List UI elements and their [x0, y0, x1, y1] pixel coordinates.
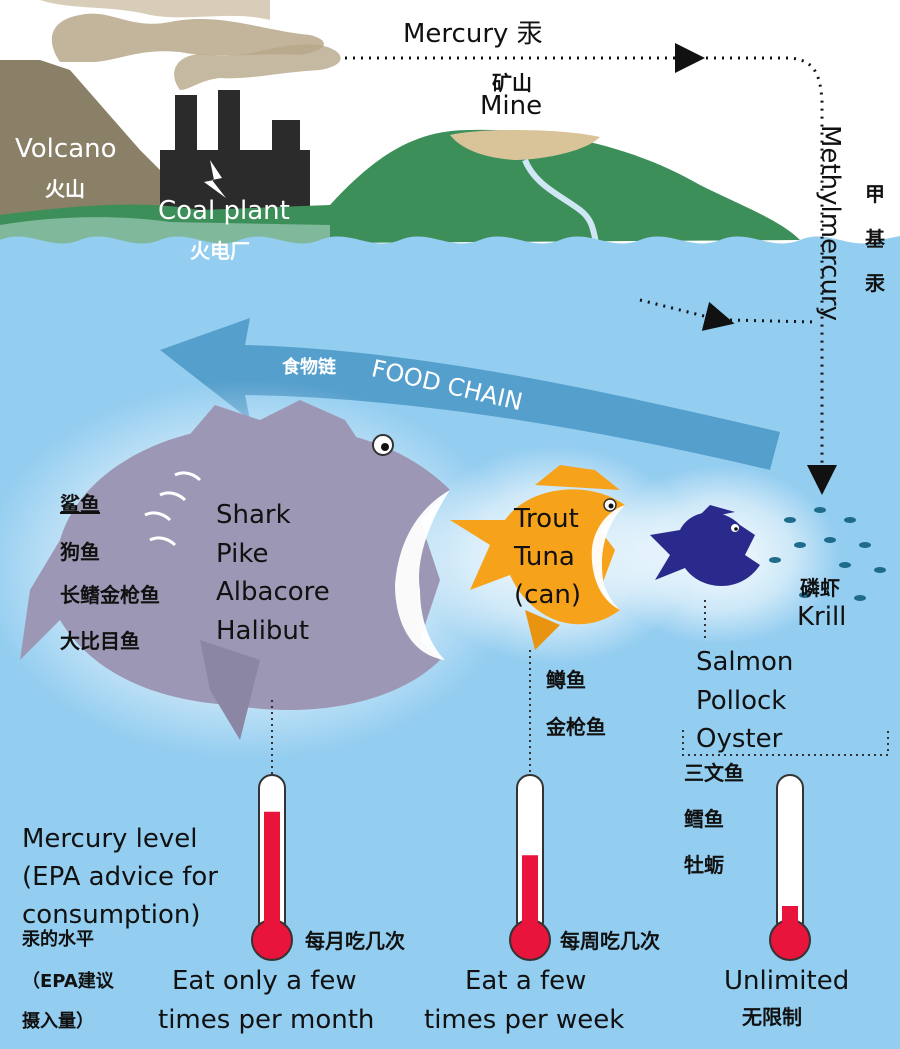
methylmercury-zh-1: 甲: [865, 182, 885, 206]
big-fish-en-4: Halibut: [216, 615, 310, 646]
big-fish-zh-4: 大比目鱼: [60, 629, 140, 653]
mercury-level-line-3: consumption): [22, 900, 201, 930]
volcano-label: Volcano: [15, 134, 117, 164]
methylmercury-zh-2: 基: [865, 227, 885, 251]
big-fish-zh-list: 鲨鱼 狗鱼 长鳍金枪鱼 大比目鱼: [60, 492, 160, 653]
big-fish: [20, 400, 450, 740]
medium-fish: [450, 465, 625, 650]
thermometer-high: [251, 774, 293, 961]
smoke-top: [40, 0, 270, 20]
medium-fish-en-1: Trout: [514, 504, 579, 534]
small-fish-en-1: Salmon: [696, 647, 794, 677]
volcano-smoke: [51, 13, 324, 62]
medium-fish-en-2: Tuna: [514, 542, 575, 572]
big-fish-zh-3: 长鳍金枪鱼: [60, 583, 160, 607]
mercury-level-zh-2: （EPA建议: [22, 971, 114, 992]
big-fish-zh-1: 鲨鱼: [60, 492, 100, 516]
hills: [0, 129, 800, 245]
thermometer-low: [769, 774, 811, 961]
krill-label-zh: 磷虾: [800, 576, 840, 600]
volcano: [0, 60, 200, 240]
advice-low-line-1: Unlimited: [724, 966, 850, 996]
mine-label-zh: 矿山: [492, 71, 532, 95]
small-fish: [650, 505, 760, 587]
thermometer-medium: [509, 774, 551, 961]
small-fish-en-list: Salmon Pollock Oyster: [696, 643, 793, 759]
volcano-label-zh: 火山: [45, 177, 85, 201]
mine-pit: [450, 129, 600, 160]
big-fish-en-list: Shark Pike Albacore Halibut: [216, 496, 330, 650]
krill-swarm: [769, 507, 886, 601]
methylmercury-label: Methylmercury: [815, 125, 845, 322]
krill-label: Krill: [797, 602, 847, 632]
mercury-level-line-1: Mercury level: [22, 824, 198, 854]
medium-fish-en-list: Trout Tuna (can): [514, 500, 581, 614]
small-fish-zh-2: 鳕鱼: [684, 807, 724, 831]
mine-runoff-arrow: [639, 298, 735, 331]
big-fish-en-3: Albacore: [216, 577, 330, 607]
advice-medium-line-1: Eat a few: [465, 966, 587, 996]
advice-low-zh: 无限制: [742, 1005, 802, 1029]
methylmercury-path-arrow: [690, 56, 837, 495]
coal-plant-label-zh: 火电厂: [190, 239, 250, 263]
advice-medium-line-2: times per week: [424, 1005, 625, 1035]
advice-high-line-1: Eat only a few: [172, 966, 357, 996]
mercury-level-zh-1: 汞的水平: [22, 929, 94, 950]
big-fish-en-2: Pike: [216, 538, 269, 569]
medium-fish-zh-1: 鳟鱼: [546, 668, 586, 692]
mercury-label: Mercury 汞: [403, 19, 543, 49]
advice-high-zh: 每月吃几次: [305, 929, 405, 953]
small-fish-bracket: [682, 730, 889, 756]
advice-high-line-2: times per month: [158, 1005, 375, 1035]
mine-label: Mine: [480, 91, 543, 121]
small-fish-zh-3: 牡蛎: [684, 853, 724, 877]
methylmercury-zh-3: 汞: [865, 271, 885, 295]
medium-fish-en-3: (can): [514, 580, 581, 610]
advice-medium-zh: 每周吃几次: [560, 929, 660, 953]
mercury-level-line-2: (EPA advice for: [22, 862, 218, 892]
small-fish-en-2: Pollock: [696, 685, 787, 716]
coal-plant-label: Coal plant: [158, 196, 290, 226]
food-chain-label-zh: 食物链: [282, 357, 336, 378]
medium-fish-zh-2: 金枪鱼: [546, 715, 606, 739]
small-fish-en-3: Oyster: [696, 724, 783, 754]
big-fish-en-1: Shark: [216, 500, 291, 530]
big-fish-zh-2: 狗鱼: [60, 540, 100, 564]
small-fish-zh-1: 三文鱼: [684, 761, 744, 785]
mercury-level-zh-3: 摄入量）: [22, 1011, 94, 1032]
food-chain-arrow: [160, 318, 780, 470]
mercury-level-legend: Mercury level (EPA advice for consumptio…: [22, 820, 218, 934]
